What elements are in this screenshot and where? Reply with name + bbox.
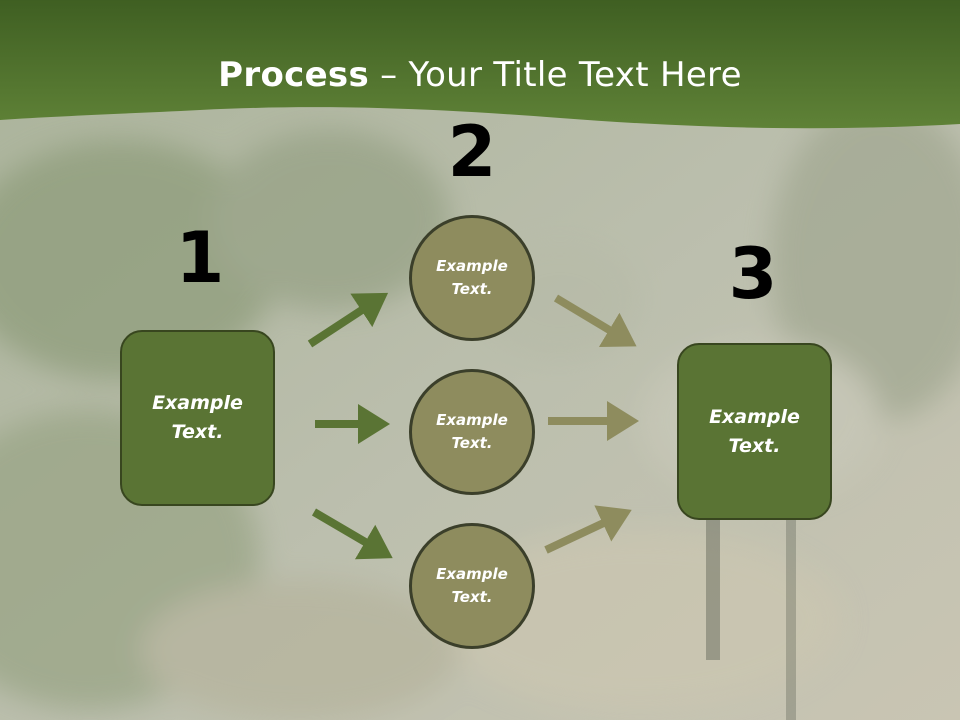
circle-1: Example Text. <box>409 215 535 341</box>
circle-2: Example Text. <box>409 369 535 495</box>
title-bold: Process <box>218 55 370 95</box>
title-rest: – Your Title Text Here <box>369 55 742 95</box>
circle-3-label: Example Text. <box>436 565 508 606</box>
step-number-3: 3 <box>728 233 778 315</box>
arrow-to-circle-1 <box>307 292 389 348</box>
step-number-1: 1 <box>175 217 225 299</box>
right-box: Example Text. <box>677 343 832 520</box>
right-box-label: Example Text. <box>709 405 800 457</box>
circle-3: Example Text. <box>409 523 535 649</box>
circle-2-label: Example Text. <box>436 411 508 452</box>
arrow-from-circle-1 <box>553 294 637 348</box>
step-number-2: 2 <box>447 111 497 193</box>
left-box-label: Example Text. <box>152 392 243 443</box>
circle-1-label: Example Text. <box>436 257 508 298</box>
arrow-from-circle-3 <box>544 505 632 554</box>
arrow-to-circle-3 <box>311 508 393 560</box>
slide-title: Process – Your Title Text Here <box>0 52 960 98</box>
left-box: Example Text. <box>120 330 275 506</box>
